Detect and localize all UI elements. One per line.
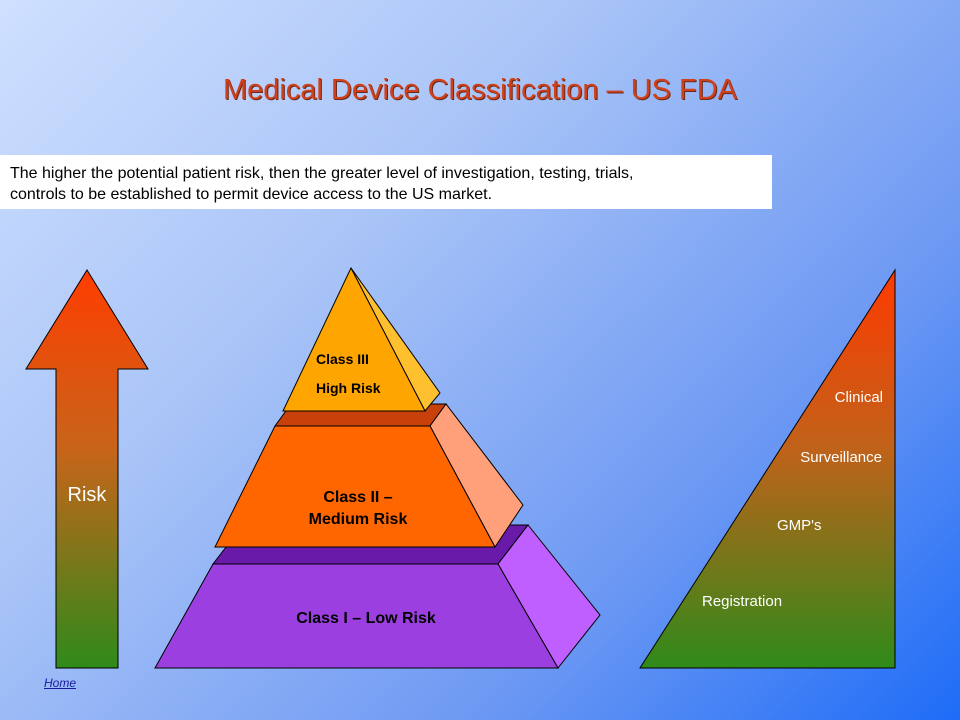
- home-link[interactable]: Home: [44, 676, 77, 690]
- requirement-surveillance: Surveillance: [800, 449, 882, 466]
- intro-line-1: The higher the potential patient risk, t…: [10, 165, 634, 182]
- requirements-triangle: [639, 268, 896, 669]
- requirement-gmps: GMP's: [777, 517, 822, 534]
- intro-textbox: The higher the potential patient risk, t…: [0, 155, 772, 209]
- slide-title: Medical Device Classification – US FDA: [222, 74, 738, 106]
- requirement-clinical: Clinical: [835, 389, 883, 406]
- class2-label-line-2: Medium Risk: [309, 511, 408, 528]
- class2-front-face: [214, 425, 496, 548]
- intro-line-2: controls to be established to permit dev…: [10, 186, 493, 203]
- risk-arrow-label: Risk: [68, 484, 108, 506]
- class3-label-line-1: Class III: [316, 351, 369, 367]
- requirement-registration: Registration: [702, 593, 782, 610]
- class1-front-face: [154, 563, 559, 669]
- class3-front-face: [282, 266, 426, 412]
- risk-arrow: [25, 269, 149, 669]
- class2-label-line-1: Class II –: [323, 489, 392, 506]
- class1-label: Class I – Low Risk: [296, 610, 436, 627]
- class3-label-line-2: High Risk: [316, 380, 381, 396]
